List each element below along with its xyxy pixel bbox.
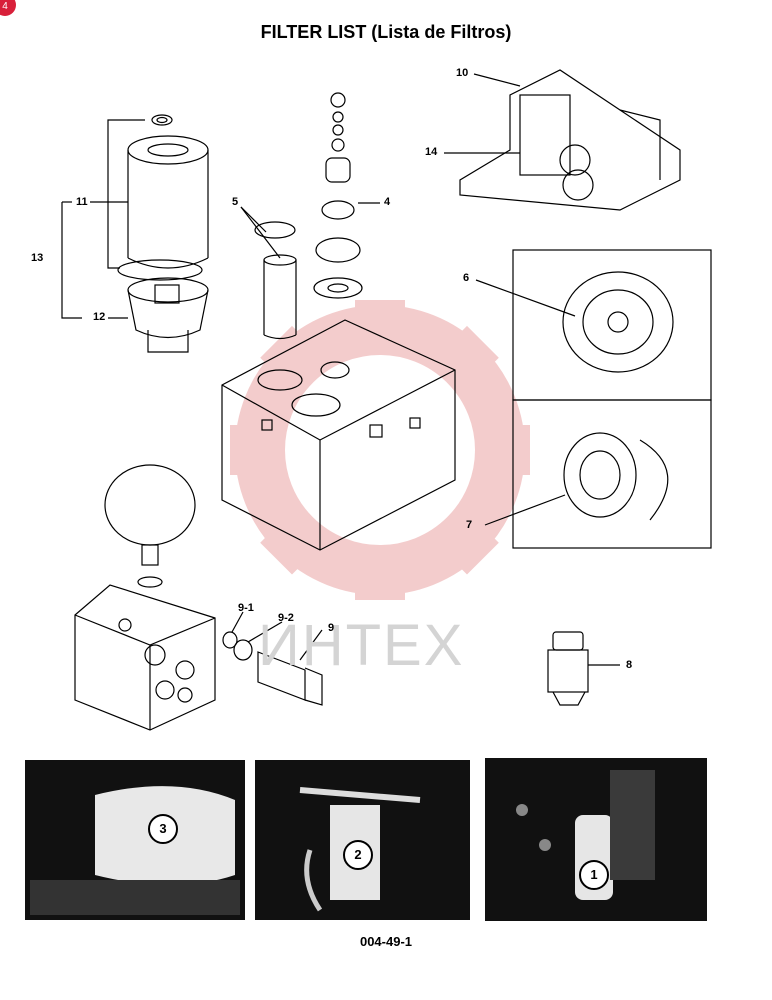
callout-10: 10: [456, 67, 469, 79]
photo-label-2: 2: [343, 840, 373, 870]
page-title: FILTER LIST (Lista de Filtros): [260, 22, 512, 42]
photo-panel-3: [25, 760, 245, 920]
gear-watermark-icon: [230, 300, 530, 600]
callout-12: 12: [93, 311, 106, 323]
callout-4: 4: [384, 196, 391, 208]
photo-label-1: 1: [579, 860, 609, 890]
callout-8: 8: [626, 659, 633, 671]
page-corner-badge: 4: [0, 0, 16, 16]
watermark-text: ИНТЕХ: [258, 613, 465, 678]
figure-code: 004-49-1: [359, 934, 413, 949]
callout-14: 14: [425, 146, 438, 158]
callout-13: 13: [31, 252, 44, 264]
callout-9-1: 9-1: [238, 602, 254, 614]
callout-6: 6: [463, 272, 470, 284]
callout-9-2: 9-2: [278, 612, 294, 624]
callout-7: 7: [466, 519, 473, 531]
callout-9: 9: [328, 622, 335, 634]
callout-5: 5: [232, 196, 239, 208]
photo-label-3: 3: [148, 814, 178, 844]
callout-11: 11: [76, 196, 88, 208]
photo-panel-1: [485, 758, 707, 921]
